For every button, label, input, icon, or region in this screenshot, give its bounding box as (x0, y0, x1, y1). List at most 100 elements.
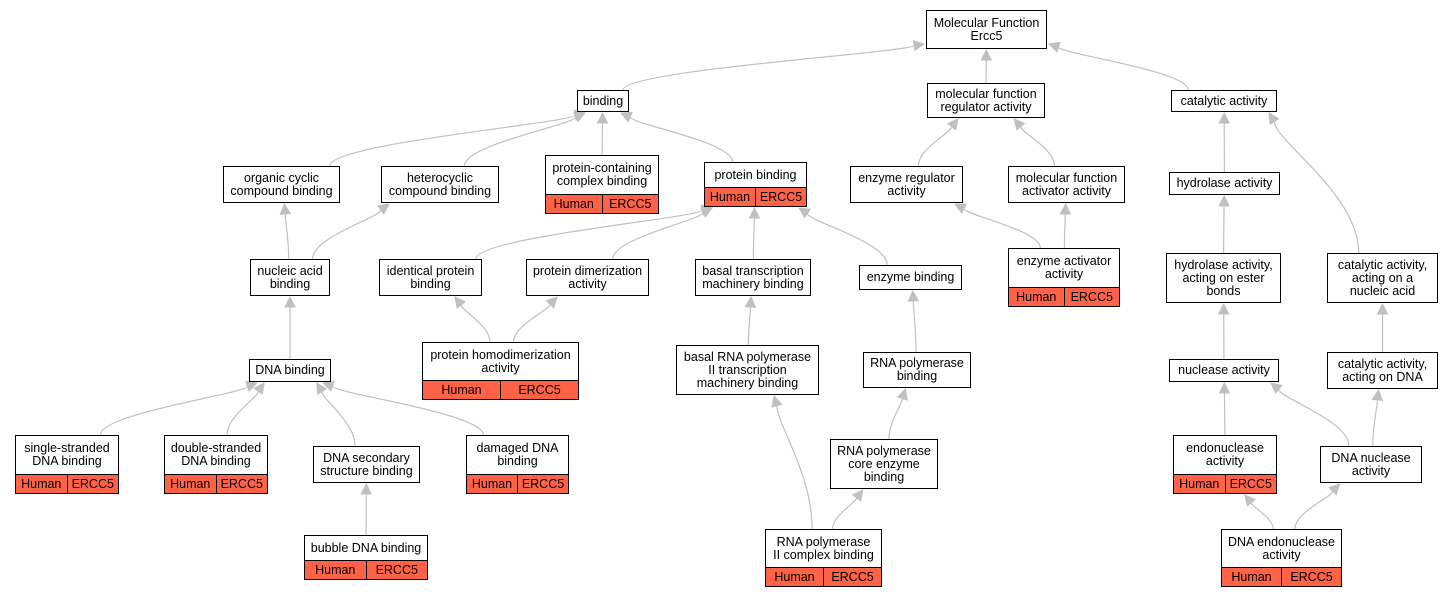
term-node-ipb[interactable]: identical protein binding (379, 259, 482, 296)
arrowhead-icon (454, 296, 467, 309)
gene-cell: ERCC5 (1281, 568, 1341, 586)
term-node-cadna[interactable]: catalytic activity, acting on DNA (1327, 352, 1438, 389)
species-cell: Human (21, 476, 62, 491)
arrowhead-icon (1059, 202, 1072, 215)
arrowhead-icon (771, 394, 783, 408)
term-label: hydrolase activity, acting on ester bond… (1174, 257, 1273, 298)
species-cell: Human (1231, 569, 1272, 584)
edge-ocb-to-binding (329, 114, 576, 167)
gene-cell: ERCC5 (823, 568, 881, 586)
term-label: bubble DNA binding (310, 540, 422, 555)
edge-hcb-to-binding (463, 116, 577, 167)
term-node-rnapce[interactable]: RNA polymerase core enzyme binding (830, 439, 938, 489)
term-label: enzyme activator activity (1016, 254, 1112, 281)
term-label: RNA polymerase binding (870, 356, 964, 383)
gene-cell: ERCC5 (1224, 475, 1277, 493)
edge-catalytic-to-mf (1057, 46, 1189, 91)
edge-dnaendo-to-dnanuc (1294, 490, 1334, 530)
term-node-cana[interactable]: catalytic activity, acting on a nucleic … (1327, 253, 1438, 303)
term-label: nuclease activity (1178, 363, 1270, 377)
term-label: binding (582, 93, 624, 108)
term-label: catalytic activity, acting on a nucleic … (1337, 257, 1428, 298)
term-node-hydro[interactable]: hydrolase activity (1169, 172, 1280, 195)
arrowhead-icon (1047, 41, 1061, 53)
edge-binding-to-mf (622, 44, 915, 91)
gene-cell: ERCC5 (517, 475, 568, 493)
term-label: basal RNA polymerase II transcription ma… (683, 349, 812, 390)
arrowhead-icon (744, 295, 757, 308)
term-node-nab[interactable]: nucleic acid binding (250, 259, 330, 296)
term-node-brnap[interactable]: basal RNA polymerase II transcription ma… (676, 345, 819, 395)
term-node-hcb[interactable]: heterocyclic compound binding (381, 166, 499, 203)
species-cell: Human (1016, 289, 1057, 304)
edge-dnaendo-to-endo (1250, 502, 1274, 530)
edge-brnap-to-btmb (747, 306, 752, 346)
annotation-row: Human ERCC5 (1174, 474, 1276, 493)
term-node-dnanuc[interactable]: DNA nuclease activity (1320, 446, 1422, 483)
term-label: double-stranded DNA binding (170, 441, 262, 468)
arrowhead-icon (596, 111, 609, 124)
edge-cana-to-catalytic (1273, 121, 1360, 254)
term-label: DNA nuclease activity (1331, 450, 1411, 478)
term-node-haeb[interactable]: hydrolase activity, acting on ester bond… (1166, 253, 1281, 303)
term-node-nuc[interactable]: nuclease activity (1169, 359, 1279, 382)
arrowhead-icon (851, 489, 864, 502)
term-node-mfreg[interactable]: molecular function regulator activity (927, 83, 1045, 118)
gene-cell: ERCC5 (755, 188, 806, 206)
term-label: damaged DNA binding (476, 441, 559, 468)
term-node-pda[interactable]: protein dimerization activity (526, 259, 649, 296)
term-node-dnass[interactable]: DNA secondary structure binding (313, 446, 420, 483)
arrowhead-icon (1218, 381, 1231, 394)
term-label: endonuclease activity (1186, 441, 1264, 468)
edge-ssdna-to-dnab (99, 385, 249, 436)
term-label: DNA endonuclease activity (1227, 534, 1336, 562)
term-label: single-stranded DNA binding (24, 441, 110, 468)
term-label: protein dimerization activity (532, 263, 643, 291)
species-cell: Human (170, 476, 211, 491)
term-label: enzyme binding (866, 270, 955, 284)
term-node-ocb[interactable]: organic cyclic compound binding (223, 166, 340, 203)
term-node-mfaa[interactable]: molecular function activator activity (1008, 166, 1125, 203)
term-node-era[interactable]: enzyme regulator activity (850, 166, 963, 203)
arrowhead-icon (1376, 302, 1389, 315)
edge-nab-to-hcb (311, 209, 382, 260)
term-label: organic cyclic compound binding (230, 170, 333, 198)
term-label: RNA polymerase II complex binding (773, 534, 874, 562)
term-node-binding[interactable]: binding (577, 90, 629, 112)
term-node-btmb[interactable]: basal transcription machinery binding (695, 259, 811, 296)
arrowhead-icon (253, 382, 265, 395)
term-node-rnapb[interactable]: RNA polymerase binding (863, 352, 971, 388)
edge-rnapce-to-rnapb (888, 398, 903, 440)
term-node-catalytic[interactable]: catalytic activity (1171, 90, 1277, 112)
term-label: molecular function regulator activity (935, 86, 1037, 114)
arrowhead-icon (700, 207, 713, 218)
term-node-eb[interactable]: enzyme binding (859, 265, 962, 290)
arrowhead-icon (1244, 494, 1256, 507)
edge-ddna-to-dnab (331, 385, 484, 436)
species-cell: Human (1179, 476, 1220, 491)
arrowhead-icon (1218, 111, 1231, 124)
term-node-dnab[interactable]: DNA binding (249, 359, 331, 382)
arrowhead-icon (1268, 112, 1280, 125)
term-label: catalytic activity, acting on DNA (1337, 356, 1428, 384)
arrowhead-icon (360, 482, 373, 495)
term-node-mf[interactable]: Molecular Function Ercc5 (926, 10, 1047, 49)
